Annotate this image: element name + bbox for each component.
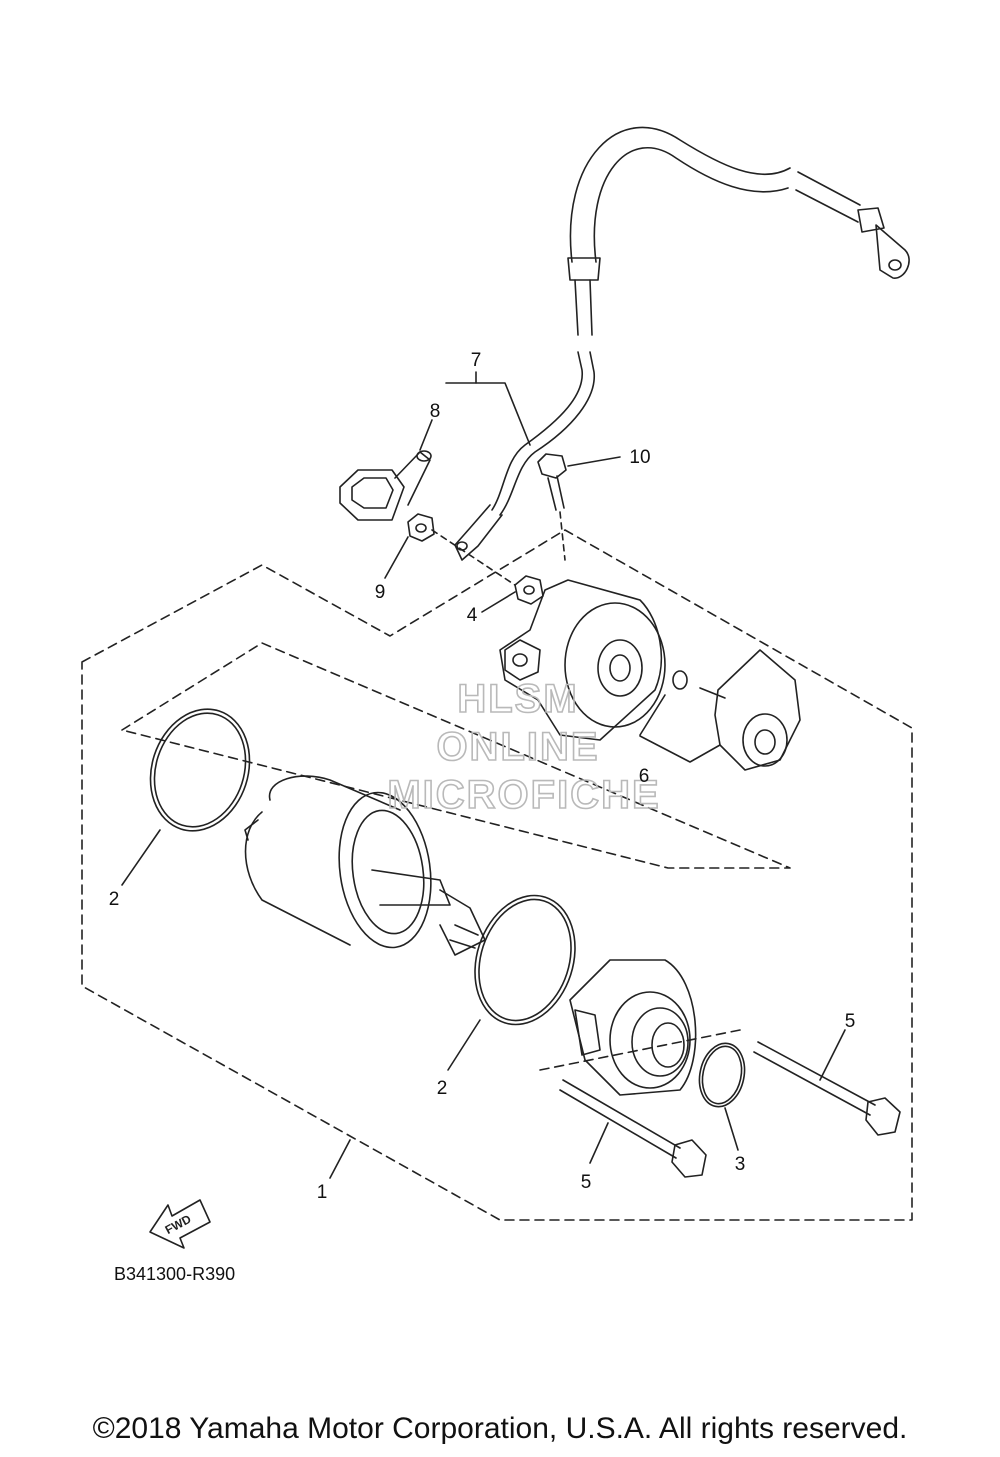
- long-bolt-lower: [559, 1079, 707, 1178]
- o-ring-3: [698, 1042, 746, 1108]
- large-o-ring-upper: [149, 708, 251, 832]
- bolt-alignment-line: [559, 511, 566, 561]
- callout-5-upper: 5: [845, 1011, 856, 1032]
- small-o-ring: [672, 670, 688, 690]
- front-cover: [569, 959, 697, 1096]
- callout-4: 4: [467, 605, 478, 626]
- bolt-10: [537, 453, 567, 511]
- large-o-ring-lower: [474, 894, 576, 1026]
- watermark-line-1: HLSM: [457, 677, 578, 721]
- callout-2-upper: 2: [109, 889, 120, 910]
- connector-cap: [339, 450, 432, 521]
- rear-cover: [499, 579, 666, 741]
- assembly-outline-lower: [539, 1029, 741, 1071]
- copyright-notice: ©2018 Yamaha Motor Corporation, U.S.A. A…: [92, 1412, 908, 1445]
- fwd-arrow: [149, 1199, 211, 1249]
- long-bolt-upper: [753, 1041, 901, 1136]
- nut-alignment-line: [431, 529, 516, 586]
- callout-2-lower: 2: [437, 1078, 448, 1099]
- assembly-outline-inner: [121, 642, 791, 869]
- nut: [407, 513, 435, 542]
- watermark: HLSM ONLINE MICROFICHE: [387, 676, 660, 818]
- starter-yoke: [244, 775, 486, 956]
- callout-7: 7: [471, 350, 482, 371]
- callout-5-lower: 5: [581, 1172, 592, 1193]
- callout-3: 3: [735, 1154, 746, 1175]
- callout-numbers: 1 2 2 3 4 5 5 6 7 8 9 10: [109, 350, 856, 1203]
- watermark-line-3: MICROFICHE: [387, 773, 660, 817]
- diagram-code: B341300-R390: [114, 1264, 235, 1284]
- callout-6: 6: [639, 766, 650, 787]
- watermark-line-2: ONLINE: [436, 725, 599, 769]
- leader-lines: [121, 371, 846, 1179]
- nut-4: [514, 575, 544, 605]
- callout-8: 8: [430, 401, 441, 422]
- brush-holder: [699, 649, 801, 771]
- assembly-outline-1: [81, 529, 913, 1221]
- callout-9: 9: [375, 582, 386, 603]
- callout-1: 1: [317, 1182, 328, 1203]
- callout-10: 10: [629, 447, 650, 468]
- starter-cable: [454, 126, 910, 561]
